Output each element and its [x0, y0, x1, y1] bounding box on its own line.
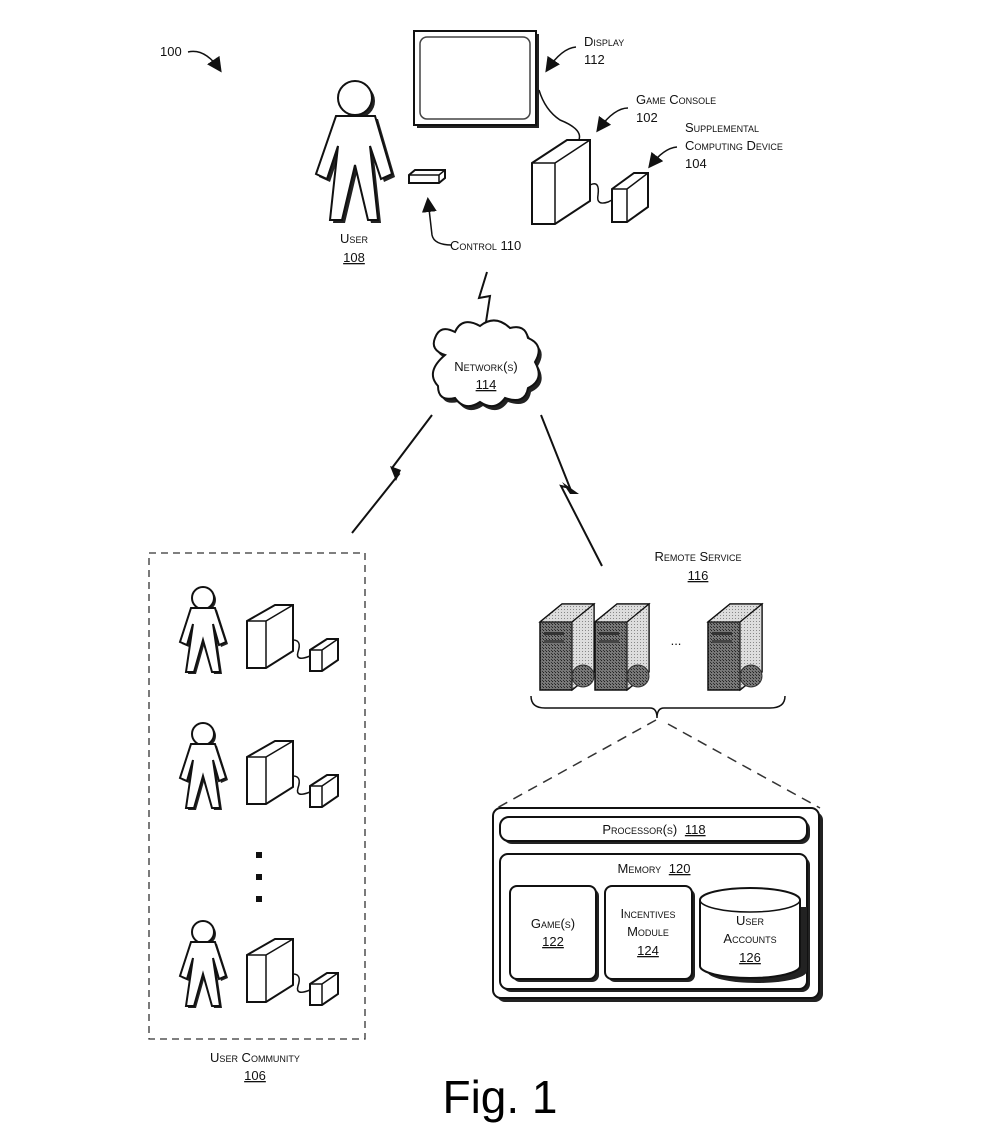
- server-detail: Processor(s) 118 Memory 120 Game(s) 122 …: [492, 807, 823, 1002]
- server-icon: [594, 603, 650, 691]
- svg-text:108: 108: [343, 250, 365, 265]
- svg-text:User: User: [736, 913, 764, 928]
- memory-block: Memory 120 Game(s) 122 Incentives Module…: [499, 853, 810, 992]
- incentives-module-block: Incentives Module 124: [604, 885, 695, 982]
- user-community: User Community 106: [148, 552, 366, 1083]
- member-head: [191, 586, 215, 610]
- processor-block: Processor(s) 118: [499, 816, 810, 844]
- server-icon: [707, 603, 763, 691]
- svg-text:Game(s): Game(s): [531, 916, 575, 931]
- member-console: [246, 604, 294, 669]
- console-arrow: [596, 107, 629, 133]
- svg-text:Display: Display: [584, 34, 624, 49]
- svg-text:User Community: User Community: [210, 1050, 300, 1065]
- supplemental-arrow: [648, 146, 678, 169]
- expand-line-right: [667, 723, 821, 809]
- display-cable: [538, 89, 581, 143]
- figure-ref: 100: [160, 44, 222, 73]
- community-member: [179, 722, 339, 811]
- user-body: [314, 115, 394, 221]
- remote-service: Remote Service 116 ...: [496, 549, 821, 809]
- svg-text:114: 114: [476, 377, 497, 392]
- figure-caption: Fig. 1: [442, 1071, 557, 1123]
- wireless-link-top: [477, 271, 492, 323]
- svg-text:Module: Module: [627, 924, 669, 939]
- svg-text:106: 106: [244, 1068, 266, 1083]
- svg-text:Network(s): Network(s): [454, 359, 518, 374]
- community-member: [178, 586, 339, 674]
- server-icon: [538, 602, 596, 692]
- supplemental-device: Supplemental Computing Device 104: [611, 120, 783, 223]
- svg-text:Memory 120: Memory 120: [618, 861, 691, 876]
- control-device: Control 110: [408, 169, 521, 253]
- user-head: [337, 80, 373, 116]
- svg-text:112: 112: [584, 52, 605, 67]
- svg-text:Computing Device: Computing Device: [685, 138, 783, 153]
- svg-text:100: 100: [160, 44, 182, 59]
- svg-text:Supplemental: Supplemental: [685, 120, 759, 135]
- svg-text:122: 122: [542, 934, 564, 949]
- user-figure: User 108: [314, 80, 395, 265]
- svg-text:Incentives: Incentives: [620, 906, 675, 921]
- community-boundary: [148, 552, 366, 1040]
- ref-arrow: [187, 50, 222, 73]
- wireless-link-right: [540, 414, 603, 567]
- svg-text:User: User: [340, 231, 368, 246]
- display-device: Display 112: [413, 30, 624, 143]
- user-accounts-database: User Accounts 126: [699, 887, 807, 983]
- more-members-ellipsis: [256, 852, 262, 902]
- wireless-link-left: [351, 414, 433, 534]
- svg-text:Control 110: Control 110: [450, 238, 521, 253]
- svg-text:124: 124: [637, 943, 659, 958]
- svg-text:102: 102: [636, 110, 658, 125]
- member-body: [178, 607, 228, 673]
- games-block: Game(s) 122: [509, 885, 599, 982]
- svg-text:Game Console: Game Console: [636, 92, 716, 107]
- svg-text:...: ...: [671, 633, 682, 648]
- server-group-brace: [530, 695, 786, 719]
- control-arrow: [421, 197, 453, 246]
- svg-text:104: 104: [685, 156, 707, 171]
- network-cloud: Network(s) 114: [431, 319, 542, 411]
- svg-text:126: 126: [739, 950, 761, 965]
- expand-line-left: [496, 719, 657, 809]
- svg-text:Processor(s) 118: Processor(s) 118: [602, 822, 705, 837]
- console-cable: [589, 183, 613, 204]
- svg-text:116: 116: [688, 568, 709, 583]
- svg-text:Remote Service: Remote Service: [654, 549, 741, 564]
- svg-text:Accounts: Accounts: [723, 931, 776, 946]
- member-supplemental-device: [309, 638, 339, 672]
- display-arrow: [545, 46, 577, 73]
- game-console: Game Console 102: [531, 92, 716, 225]
- community-member: [179, 920, 339, 1009]
